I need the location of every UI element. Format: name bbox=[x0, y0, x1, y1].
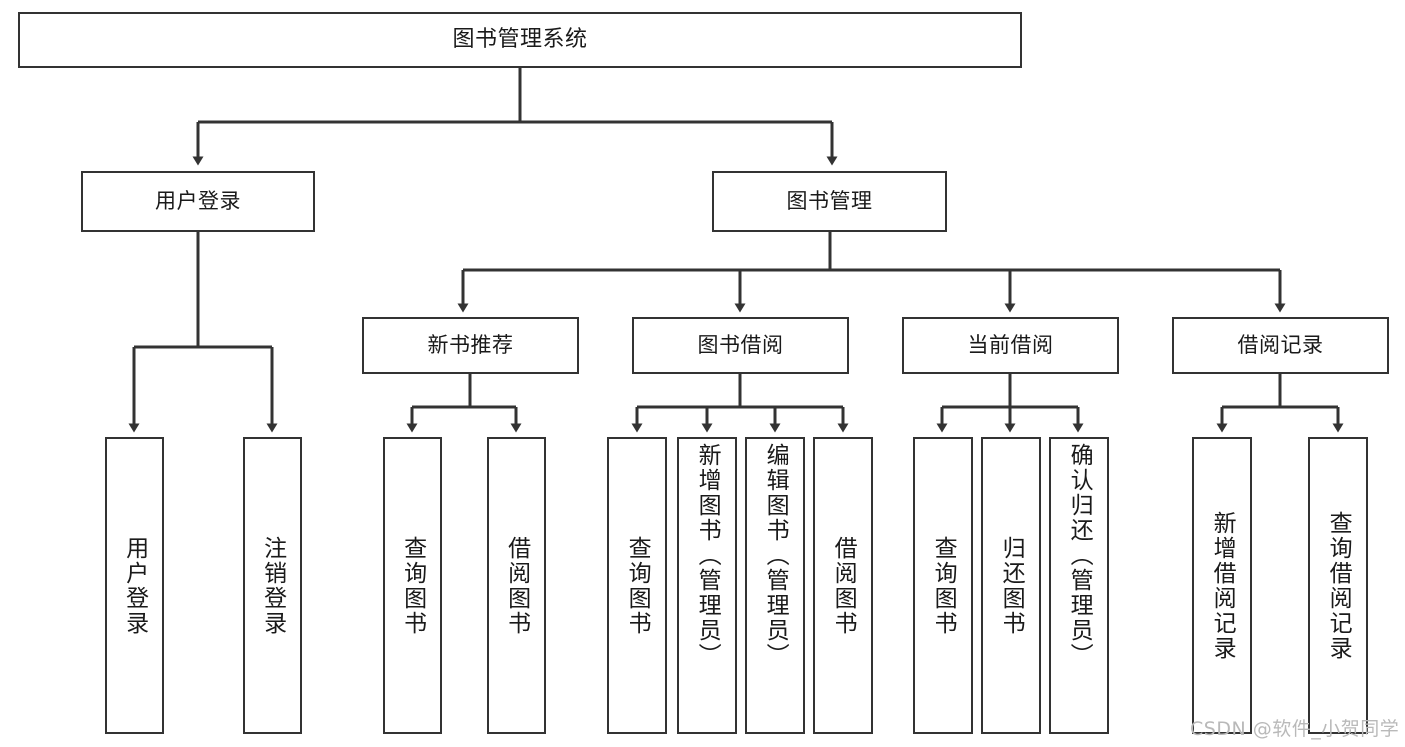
node-leaf-confirm-return[interactable]: 确认归还（管理员） bbox=[1049, 437, 1109, 734]
node-leaf-add-record[interactable]: 新增借阅记录 bbox=[1192, 437, 1252, 734]
node-leaf-query-record-label: 查询借阅记录 bbox=[1325, 510, 1352, 661]
node-leaf-borrow-book-1-label: 借阅图书 bbox=[503, 535, 530, 636]
node-current-borrow[interactable]: 当前借阅 bbox=[902, 317, 1119, 374]
node-leaf-user-login[interactable]: 用户登录 bbox=[105, 437, 164, 734]
node-leaf-return-book[interactable]: 归还图书 bbox=[981, 437, 1041, 734]
node-borrow-record[interactable]: 借阅记录 bbox=[1172, 317, 1389, 374]
node-leaf-confirm-return-label: 确认归还（管理员） bbox=[1066, 443, 1093, 668]
node-leaf-query-book-1-label: 查询图书 bbox=[399, 535, 426, 636]
node-current-borrow-label: 当前借阅 bbox=[967, 333, 1054, 358]
node-leaf-logout-label: 注销登录 bbox=[259, 535, 286, 636]
node-leaf-user-login-label: 用户登录 bbox=[121, 535, 148, 636]
node-leaf-add-book-label: 新增图书（管理员） bbox=[694, 443, 721, 668]
node-leaf-query-book-2[interactable]: 查询图书 bbox=[607, 437, 667, 734]
node-book-manage-label: 图书管理 bbox=[786, 189, 873, 214]
node-leaf-query-book-3-label: 查询图书 bbox=[930, 535, 957, 636]
node-leaf-logout[interactable]: 注销登录 bbox=[243, 437, 302, 734]
node-root[interactable]: 图书管理系统 bbox=[18, 12, 1022, 68]
node-leaf-add-book[interactable]: 新增图书（管理员） bbox=[677, 437, 737, 734]
node-leaf-borrow-book-2-label: 借阅图书 bbox=[830, 535, 857, 636]
node-leaf-query-book-1[interactable]: 查询图书 bbox=[383, 437, 442, 734]
node-leaf-add-record-label: 新增借阅记录 bbox=[1209, 510, 1236, 661]
node-user-login[interactable]: 用户登录 bbox=[81, 171, 315, 232]
csdn-watermark: CSDN @软件_小贺同学 bbox=[1190, 718, 1400, 740]
node-leaf-borrow-book-2[interactable]: 借阅图书 bbox=[813, 437, 873, 734]
node-leaf-query-book-2-label: 查询图书 bbox=[624, 535, 651, 636]
node-leaf-edit-book-label: 编辑图书（管理员） bbox=[762, 443, 789, 668]
node-new-book-rec-label: 新书推荐 bbox=[427, 333, 514, 358]
node-user-login-label: 用户登录 bbox=[155, 189, 241, 214]
node-leaf-query-book-3[interactable]: 查询图书 bbox=[913, 437, 973, 734]
node-root-label: 图书管理系统 bbox=[452, 27, 588, 53]
node-new-book-rec[interactable]: 新书推荐 bbox=[362, 317, 579, 374]
node-leaf-edit-book[interactable]: 编辑图书（管理员） bbox=[745, 437, 805, 734]
node-leaf-query-record[interactable]: 查询借阅记录 bbox=[1308, 437, 1368, 734]
node-leaf-borrow-book-1[interactable]: 借阅图书 bbox=[487, 437, 546, 734]
node-book-borrow[interactable]: 图书借阅 bbox=[632, 317, 849, 374]
node-leaf-return-book-label: 归还图书 bbox=[998, 535, 1025, 636]
node-book-borrow-label: 图书借阅 bbox=[697, 333, 784, 358]
node-book-manage[interactable]: 图书管理 bbox=[712, 171, 947, 232]
node-borrow-record-label: 借阅记录 bbox=[1237, 333, 1324, 358]
